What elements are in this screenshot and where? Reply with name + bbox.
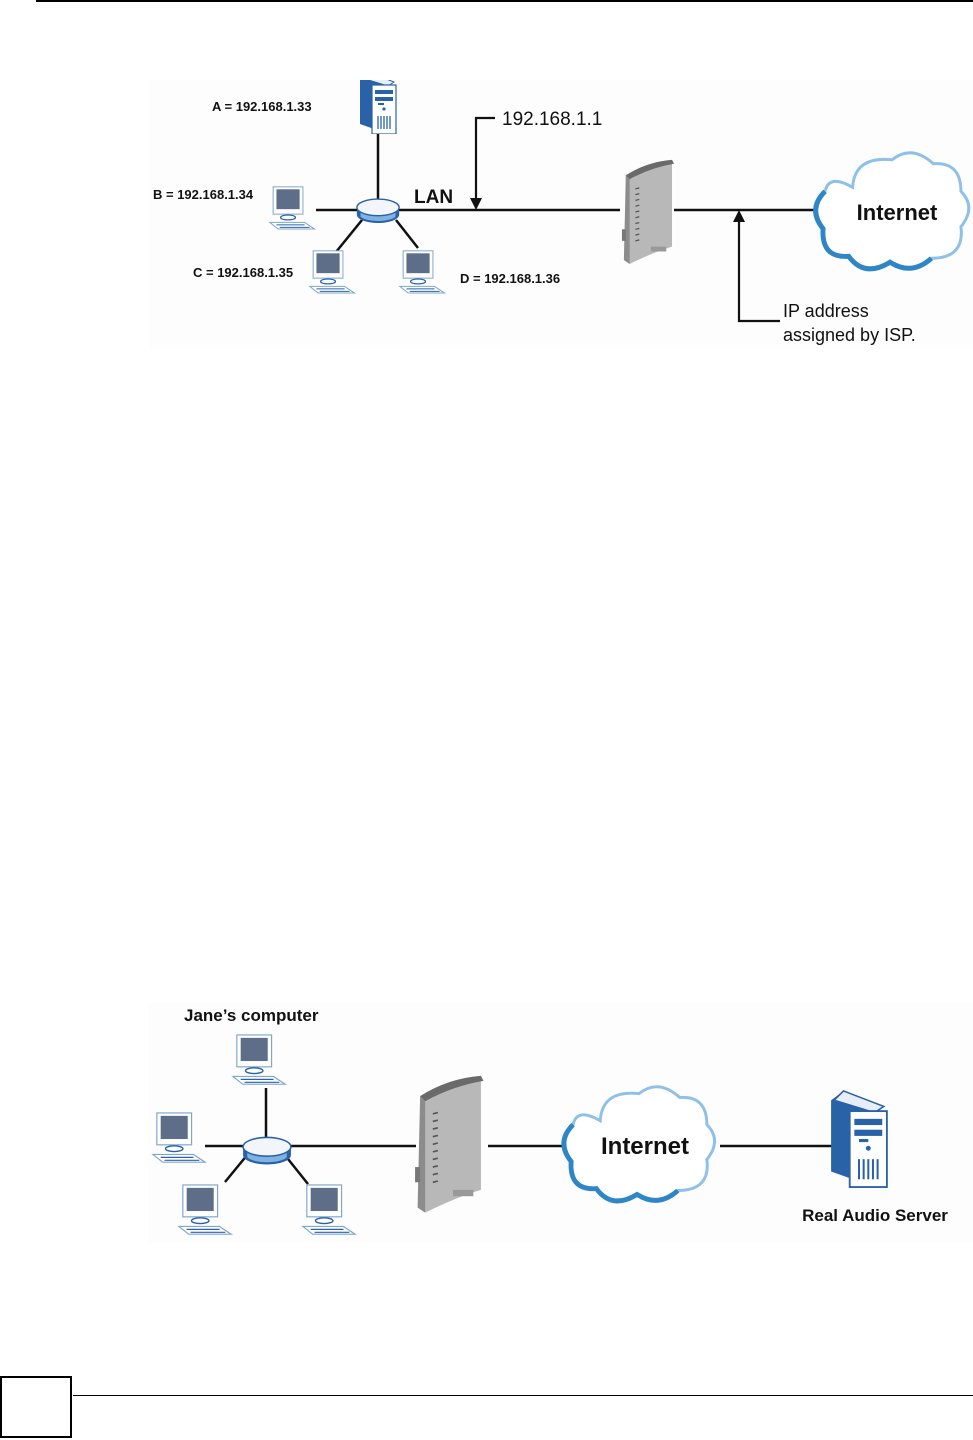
server-a-icon	[359, 72, 397, 134]
router-ip-label: 192.168.1.1	[502, 109, 602, 130]
page-number-box	[0, 1376, 72, 1438]
router-device-icon	[621, 159, 675, 264]
hub-icon	[242, 1136, 292, 1166]
computer-d-icon	[399, 250, 446, 294]
router-device-icon	[414, 1075, 485, 1214]
computer-b-icon	[269, 186, 316, 230]
figure-lan-addressing: A = 192.168.1.33 B = 192.168.1.34 C = 19…	[150, 72, 973, 348]
real-audio-server-label: Real Audio Server	[802, 1206, 948, 1225]
computer-c-icon	[309, 250, 356, 294]
link-c-hub	[335, 219, 363, 253]
host-d-label: D = 192.168.1.36	[460, 271, 560, 286]
header-rule	[36, 0, 973, 2]
link-d-hub	[395, 219, 419, 249]
computer-bottomright-icon	[302, 1184, 356, 1235]
janes-computer-icon	[232, 1034, 286, 1085]
arrow-down-icon	[470, 198, 482, 210]
computer-bottomleft-icon	[178, 1184, 232, 1235]
computer-left-icon	[152, 1112, 206, 1163]
host-b-label: B = 192.168.1.34	[153, 187, 254, 202]
arrow-up-icon	[733, 210, 745, 222]
footer-rule	[73, 1395, 973, 1396]
real-audio-server-icon	[830, 1090, 888, 1188]
router-ip-callout	[474, 116, 495, 204]
isp-label-line2: assigned by ISP.	[783, 325, 916, 345]
internet-label: Internet	[857, 200, 938, 225]
isp-label-line1: IP address	[783, 301, 869, 321]
link-bottomleft-hub	[224, 1153, 249, 1183]
janes-computer-label: Jane’s computer	[184, 1006, 319, 1025]
isp-ip-callout	[737, 216, 780, 323]
host-a-label: A = 192.168.1.33	[212, 99, 312, 114]
lan-label: LAN	[414, 187, 453, 208]
hub-icon	[356, 198, 400, 224]
internet-label: Internet	[601, 1133, 689, 1160]
figure-real-audio: Jane’s computer Internet Real Audio Serv…	[148, 1002, 973, 1242]
host-c-label: C = 192.168.1.35	[193, 265, 293, 280]
